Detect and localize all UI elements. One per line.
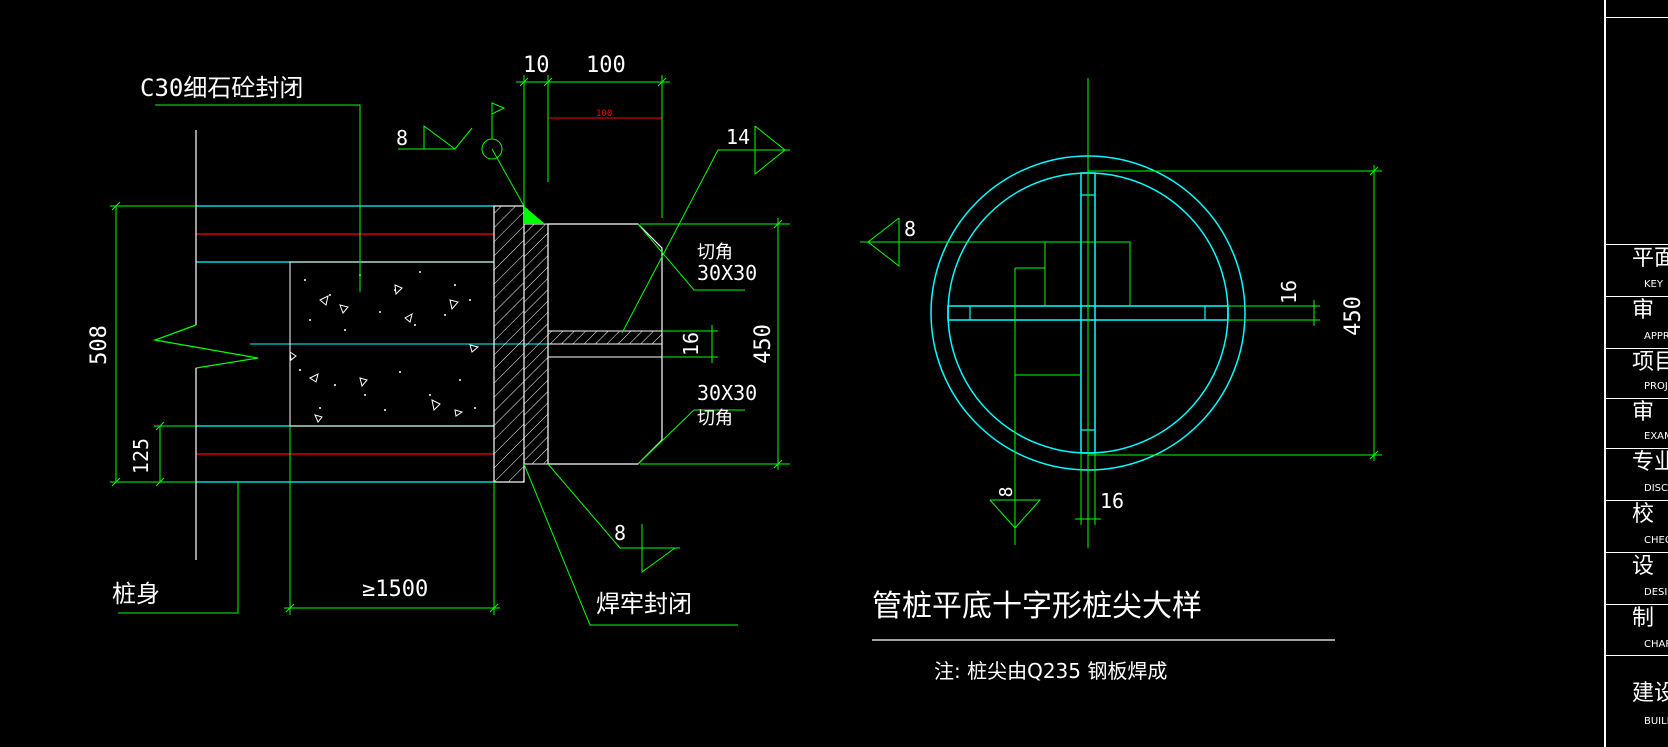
tb-examined-cn: 审 [1632,400,1655,425]
tb-approved-cn: 审 [1632,298,1655,323]
left-dimensions [110,75,790,626]
chamfer-top-2: 30X30 [697,261,757,285]
label-pile-body: 桩身 [112,580,160,608]
detail-title: 管桩平底十字形桩尖大样 [872,589,1202,624]
chamfer-bot-2: 切角 [697,408,733,429]
label-concrete: C30细石砼封闭 [140,74,303,102]
tb-row-project: 项目负 PROJ [1606,348,1668,398]
tb-designed-en: DESIGN [1644,587,1668,598]
chamfer-bot-1: 30X30 [697,381,757,405]
tb-discipline-cn: 专业负 [1632,450,1668,475]
dim-125: 125 [129,438,153,474]
tb-project-cn: 项目负 [1632,350,1668,375]
title-block: 平面 KEY 审 APPRO 项目负 PROJ 审 EXAMI 专业负 DISC… [1604,0,1668,747]
dim-10: 10 [523,53,550,78]
title-block-header [1606,0,1668,18]
tb-building-cn: 建设 [1632,681,1668,706]
concrete-dots [299,271,476,411]
tb-checked-en: CHECK [1644,535,1668,546]
tb-row-checked: 校 CHECK [1606,500,1668,552]
tb-row-key-plan: 平面 KEY [1606,244,1668,296]
tb-checked-cn: 校 [1632,502,1655,527]
dim-450-left: 450 [751,324,776,364]
weld-8-down: 8 [996,487,1017,498]
dim-16-left: 16 [679,332,703,356]
tb-row-discipline: 专业负 DISCIPLI [1606,448,1668,500]
tb-row-designed: 设 DESIGN [1606,552,1668,604]
tb-row-building: 建设 BUILD [1606,680,1668,747]
tb-examined-en: EXAMI [1644,431,1668,442]
red-dim-100 [547,90,663,122]
tb-key-plan-en: KEY [1644,279,1663,290]
dim-508: 508 [87,325,112,365]
chamfer-top-1: 切角 [697,242,733,263]
dim-100: 100 [586,53,626,78]
detail-note: 注: 桩尖由Q235 钢板焊成 [934,659,1167,683]
dim-16-right: 16 [1277,280,1301,304]
dim-450-right: 450 [1341,296,1366,336]
tb-drafted-cn: 制 [1632,606,1655,631]
concrete-triangles [289,284,480,423]
tb-row-drafted: 制 CHART [1606,604,1668,656]
pile-section-view [152,130,663,560]
weld-8-top: 8 [396,126,408,150]
tb-row-approved: 审 APPRO [1606,296,1668,348]
dim-1500: ≥1500 [362,577,428,602]
tb-drafted-en: CHART [1644,639,1668,650]
tb-discipline-en: DISCIPLI [1644,483,1668,494]
tb-row-examined: 审 EXAMI [1606,398,1668,448]
right-dimensions [860,78,1382,548]
tb-key-plan-cn: 平面 [1632,246,1668,271]
tb-approved-en: APPRO [1644,331,1668,342]
weld-8-right: 8 [904,217,916,241]
tb-project-en: PROJ [1644,381,1668,392]
tb-designed-cn: 设 [1632,554,1655,579]
label-weld-seal: 焊牢封闭 [596,590,692,618]
weld-14: 14 [726,125,750,149]
tb-building-en: BUILD [1644,716,1668,727]
weld-8-bottom: 8 [614,521,626,545]
dim-100-small: 100 [596,109,612,119]
dim-16-down: 16 [1100,489,1124,513]
